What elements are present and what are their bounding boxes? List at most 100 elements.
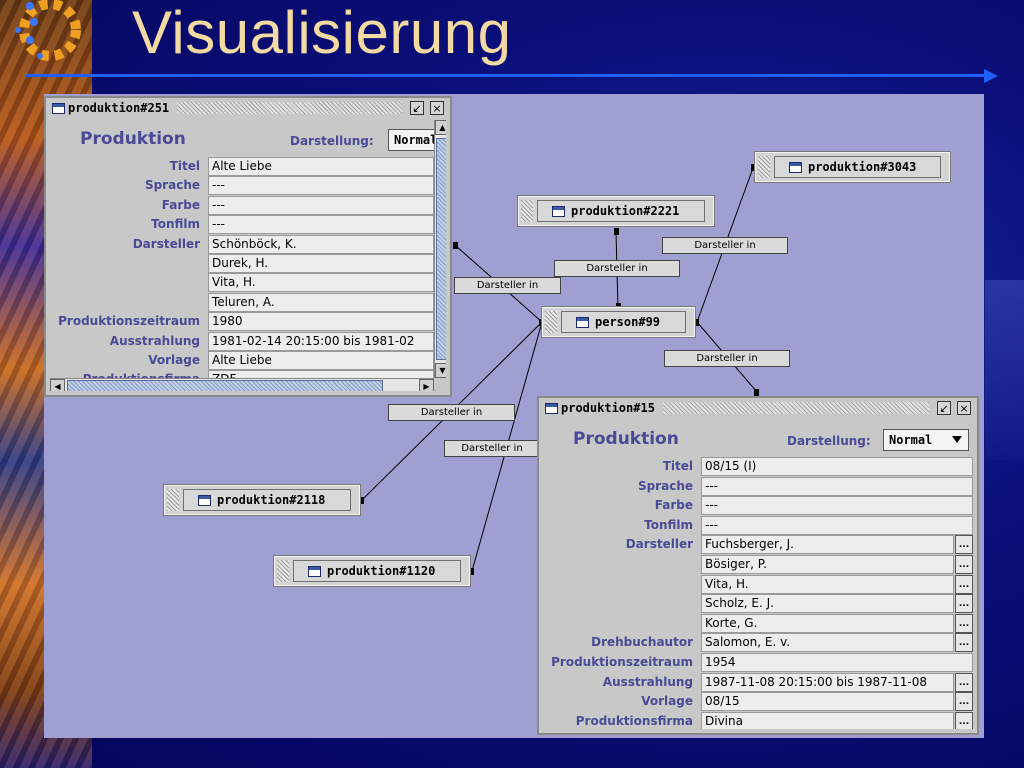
field-value[interactable]: Divina [701,711,954,729]
form-row: Korte, G.... [543,613,973,633]
field-value[interactable]: 1981-02-14 20:15:00 bis 1981-02 [208,331,434,351]
more-button[interactable]: ... [955,672,973,692]
field-value[interactable]: Alte Liebe [208,351,434,370]
field-value[interactable]: Scholz, E. J. [701,594,954,614]
scroll-right-icon[interactable]: ▶ [419,379,434,391]
form-row: Produktionszeitraum 1954 [543,653,973,672]
field-value[interactable]: --- [701,476,973,496]
field-label: Darsteller [132,236,200,251]
connector-port[interactable] [754,389,759,396]
field-value[interactable]: Fuchsberger, J. [701,535,954,555]
more-button[interactable]: ... [955,613,973,633]
field-value[interactable]: Salomon, E. v. [701,633,954,653]
field-value[interactable]: Schönböck, K. [208,234,434,254]
edge-label[interactable]: Darsteller in [444,440,540,457]
field-value[interactable]: --- [208,176,434,196]
edge-label[interactable]: Darsteller in [662,237,788,254]
connector-port[interactable] [469,568,474,575]
connector-port[interactable] [614,228,619,235]
frame-produktion-251[interactable]: produktion#251 ↙ × Produktion Darstellun… [44,96,452,397]
close-icon[interactable]: × [430,101,444,115]
more-button[interactable]: ... [955,574,973,594]
drag-handle[interactable] [545,311,557,333]
connector-port[interactable] [453,242,458,249]
field-label: Titel [169,159,200,173]
node-label: produktion#2118 [217,493,326,507]
window-icon [52,102,65,114]
frame-produktion-15[interactable]: produktion#15 ↙ × Produktion Darstellung… [537,396,979,735]
field-value[interactable]: --- [208,215,434,235]
node-produktion-2221[interactable]: produktion#2221 [517,195,715,227]
field-value[interactable]: Korte, G. [701,613,954,633]
form-row: Farbe--- [50,195,434,215]
edge-label[interactable]: Darsteller in [454,277,561,294]
connector-port[interactable] [694,319,699,326]
scroll-thumb[interactable] [436,138,446,360]
field-label: Produktionszeitraum [551,655,693,669]
titlebar-grip [177,102,402,114]
scroll-up-icon[interactable]: ▲ [435,120,446,135]
field-label: Drehbuchautor [591,635,693,650]
connector-port[interactable] [751,164,756,171]
field-label: Sprache [144,178,200,193]
field-value[interactable]: Vita, H. [208,273,434,293]
node-person-99[interactable]: person#99 [541,306,696,338]
scroll-down-icon[interactable]: ▼ [435,363,446,378]
horizontal-scrollbar[interactable]: ◀ ▶ [50,378,434,391]
connector-port[interactable] [359,497,364,504]
scroll-left-icon[interactable]: ◀ [50,379,65,391]
node-produktion-2118[interactable]: produktion#2118 [163,484,361,516]
frame-title: produktion#251 [68,101,170,115]
edge-label[interactable]: Darsteller in [554,260,680,277]
edge-label[interactable]: Darsteller in [664,350,790,367]
field-value[interactable]: 1980 [208,312,434,332]
field-value[interactable]: Durek, H. [208,254,434,273]
form-row: Vita, H. [50,273,434,293]
frame-titlebar[interactable]: produktion#251 ↙ × [46,98,450,118]
form-row: Sprache --- [50,176,434,196]
iconify-icon[interactable]: ↙ [410,101,424,115]
connector-port[interactable] [616,303,621,310]
field-value[interactable]: 1954 [701,653,973,672]
darstellung-select[interactable]: Normal [883,429,969,451]
node-produktion-3043[interactable]: produktion#3043 [754,151,951,183]
field-value[interactable]: --- [701,496,973,516]
more-button[interactable]: ... [955,633,973,653]
field-value[interactable]: 1987-11-08 20:15:00 bis 1987-11-08 [701,672,954,692]
drag-handle[interactable] [521,200,533,222]
field-value[interactable]: --- [208,195,434,215]
frame-titlebar[interactable]: produktion#15 ↙ × [539,398,977,418]
field-value[interactable]: Teluren, A. [208,292,434,312]
connector-port[interactable] [539,319,544,326]
field-value[interactable]: Vita, H. [701,574,954,594]
decorative-right-shape [985,280,1024,460]
more-button[interactable]: ... [955,711,973,729]
drag-handle[interactable] [277,560,289,582]
window-icon [545,402,558,414]
drag-handle[interactable] [167,489,179,511]
drag-handle[interactable] [758,156,770,178]
more-button[interactable]: ... [955,555,973,574]
window-icon [198,494,211,506]
vertical-scrollbar[interactable]: ▲ ▼ [434,120,446,378]
form-row: Tonfilm--- [50,215,434,235]
close-icon[interactable]: × [957,401,971,415]
iconify-icon[interactable]: ↙ [937,401,951,415]
chevron-down-icon [952,436,962,443]
field-value[interactable]: 08/15 (I) [701,457,973,476]
more-button[interactable]: ... [955,535,973,555]
field-value[interactable]: --- [701,515,973,535]
edge-label[interactable]: Darsteller in [388,404,515,421]
more-button[interactable]: ... [955,692,973,712]
darstellung-select[interactable]: Normal [388,129,446,151]
field-label: Ausstrahlung [602,674,693,689]
field-value[interactable]: 08/15 [701,692,954,712]
node-produktion-1120[interactable]: produktion#1120 [273,555,471,587]
field-label: Darsteller [625,537,693,552]
more-button[interactable]: ... [955,594,973,614]
field-value[interactable]: Bösiger, P. [701,555,954,574]
scroll-thumb[interactable] [67,380,383,391]
field-value[interactable]: Alte Liebe [208,157,434,176]
